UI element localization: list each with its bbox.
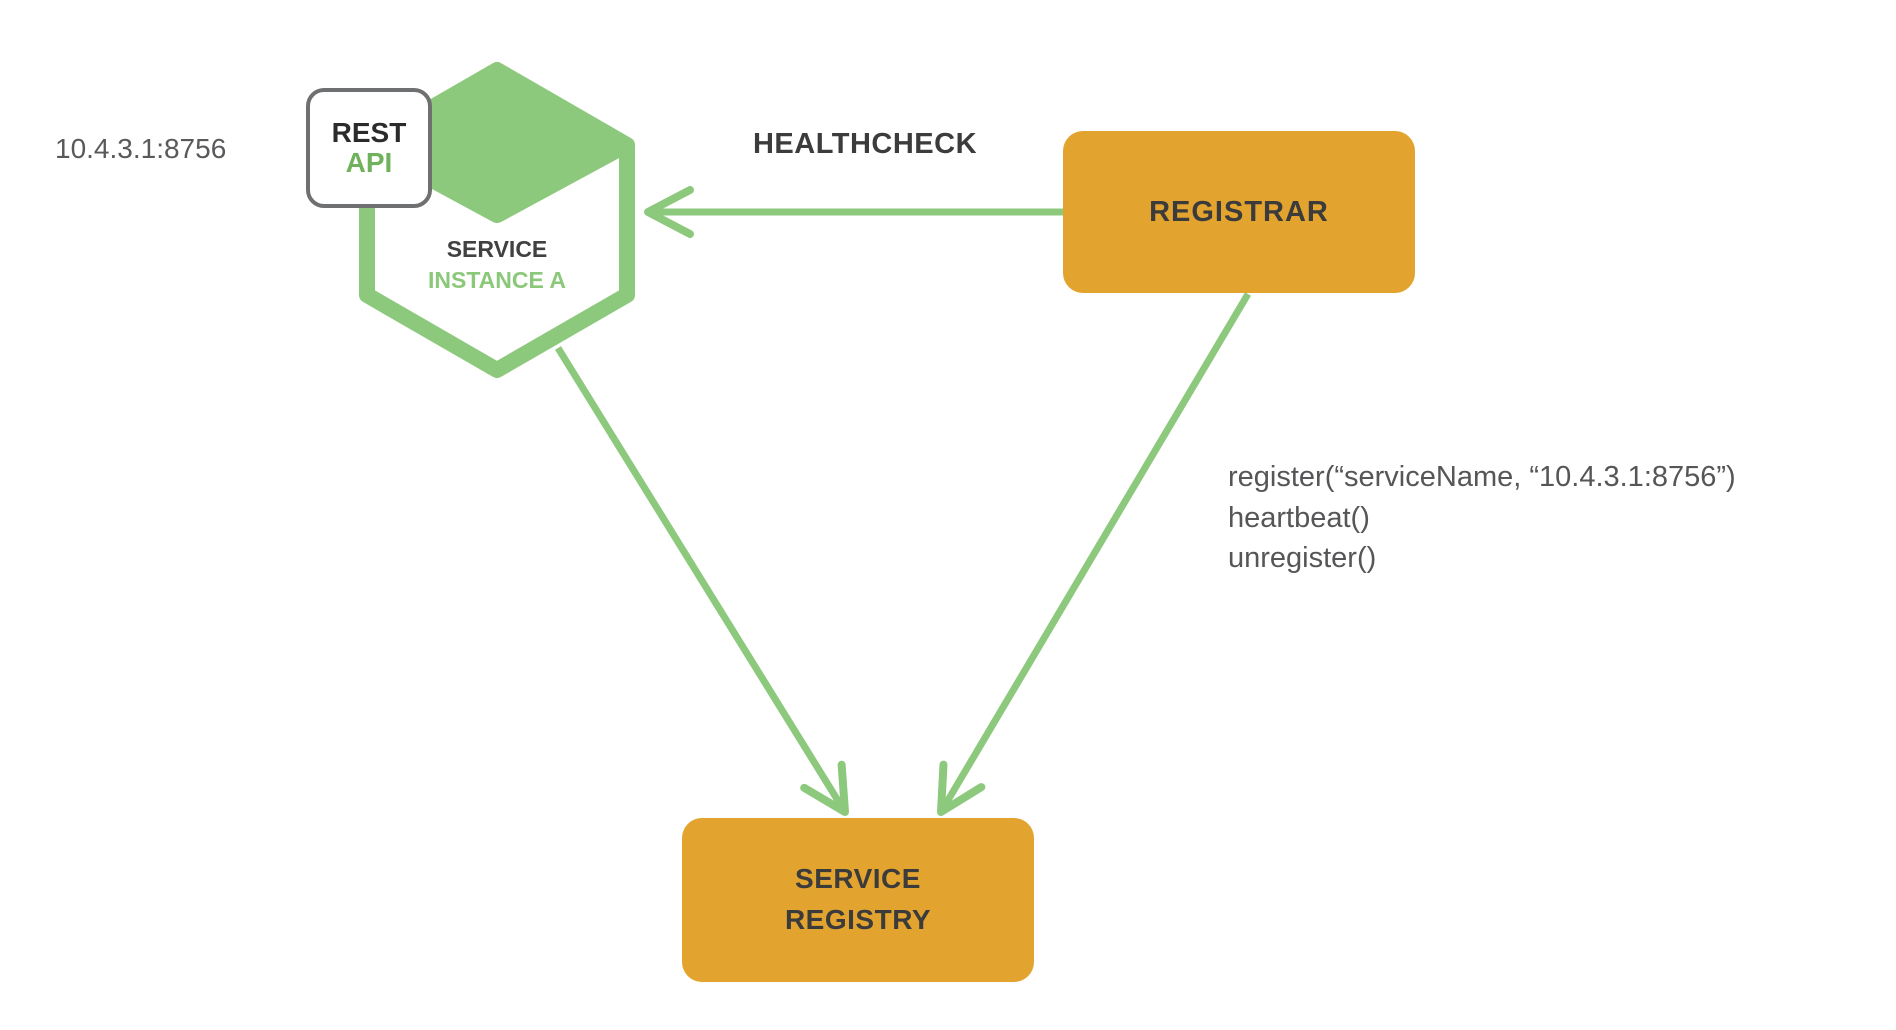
api-call-register: register(“serviceName, “10.4.3.1:8756”) xyxy=(1228,461,1736,493)
service-instance-label: SERVICE INSTANCE A xyxy=(357,234,637,296)
registrar-node: REGISTRAR xyxy=(1063,131,1415,293)
service-registry-label-line1: SERVICE xyxy=(795,863,921,895)
service-registry-node: SERVICE REGISTRY xyxy=(682,818,1034,982)
service-registry-label-line2: REGISTRY xyxy=(784,904,932,935)
ip-address-label: 10.4.3.1:8756 xyxy=(55,133,227,164)
rest-api-badge-line2: API xyxy=(345,147,393,178)
rest-api-badge: REST API xyxy=(306,88,432,208)
healthcheck-label: HEALTHCHECK xyxy=(752,128,978,160)
service-instance-label-line1: SERVICE xyxy=(446,236,548,262)
api-call-heartbeat: heartbeat() xyxy=(1228,501,1370,534)
api-calls-annotation: register(“serviceName, “10.4.3.1:8756”) … xyxy=(1228,457,1736,579)
instance-to-registry-arrow xyxy=(555,346,849,816)
api-call-unregister: unregister() xyxy=(1228,542,1377,575)
service-instance-label-line2: INSTANCE A xyxy=(428,267,566,294)
rest-api-badge-line1: REST xyxy=(331,116,407,148)
registrar-to-registry-arrow xyxy=(937,292,1252,816)
registrar-label: REGISTRAR xyxy=(1149,195,1329,228)
